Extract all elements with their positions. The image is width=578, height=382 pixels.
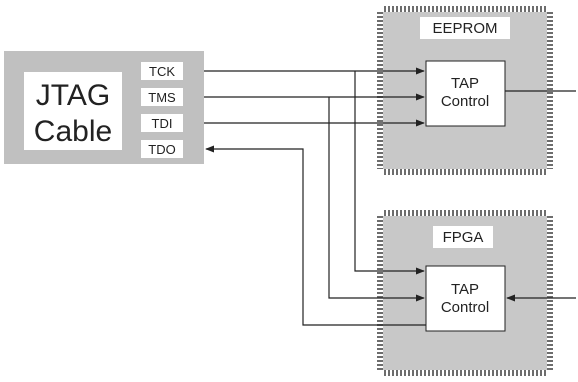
eeprom-pins-top (383, 6, 547, 12)
tms-wire-fpga (328, 97, 425, 302)
signal-wires (204, 67, 576, 326)
pin-label-tms: TMS (148, 90, 176, 105)
eeprom-tap-line1: TAP (451, 75, 479, 92)
fpga-pins-bottom (383, 370, 547, 376)
eeprom-tap-line2: Control (441, 93, 489, 110)
cable-title-box (24, 72, 122, 150)
eeprom-name: EEPROM (432, 20, 497, 37)
pin-label-tck: TCK (149, 64, 175, 79)
pin-box-tck (141, 62, 183, 80)
fpga-pins-top (383, 210, 547, 216)
pin-label-tdi: TDI (152, 116, 173, 131)
pin-label-tdo: TDO (148, 142, 175, 157)
tdo-wire (205, 145, 426, 326)
fpga-tap-line2: Control (441, 299, 489, 316)
fpga-name: FPGA (443, 229, 484, 246)
cable-title-line1: JTAG (36, 79, 110, 112)
pin-box-tdo (141, 140, 183, 158)
fpga-pins-left (377, 216, 383, 370)
jtag-cable: JTAG Cable TCK TMS TDI TDO (4, 51, 204, 164)
eeprom-pins-bottom (383, 169, 547, 175)
pin-box-tms (141, 88, 183, 106)
fpga-chip: FPGA TAP Control (377, 210, 553, 376)
fpga-name-box (433, 226, 493, 248)
tck-wire-fpga (354, 71, 425, 275)
fpga-tap-box (425, 265, 506, 332)
eeprom-name-box (420, 17, 510, 39)
eeprom-tap-box (425, 60, 506, 127)
cable-title-line2: Cable (34, 115, 112, 148)
eeprom-pins-left (377, 12, 383, 169)
fpga-pins-right (547, 216, 553, 370)
pin-box-tdi (141, 114, 183, 132)
fpga-tap-line1: TAP (451, 281, 479, 298)
